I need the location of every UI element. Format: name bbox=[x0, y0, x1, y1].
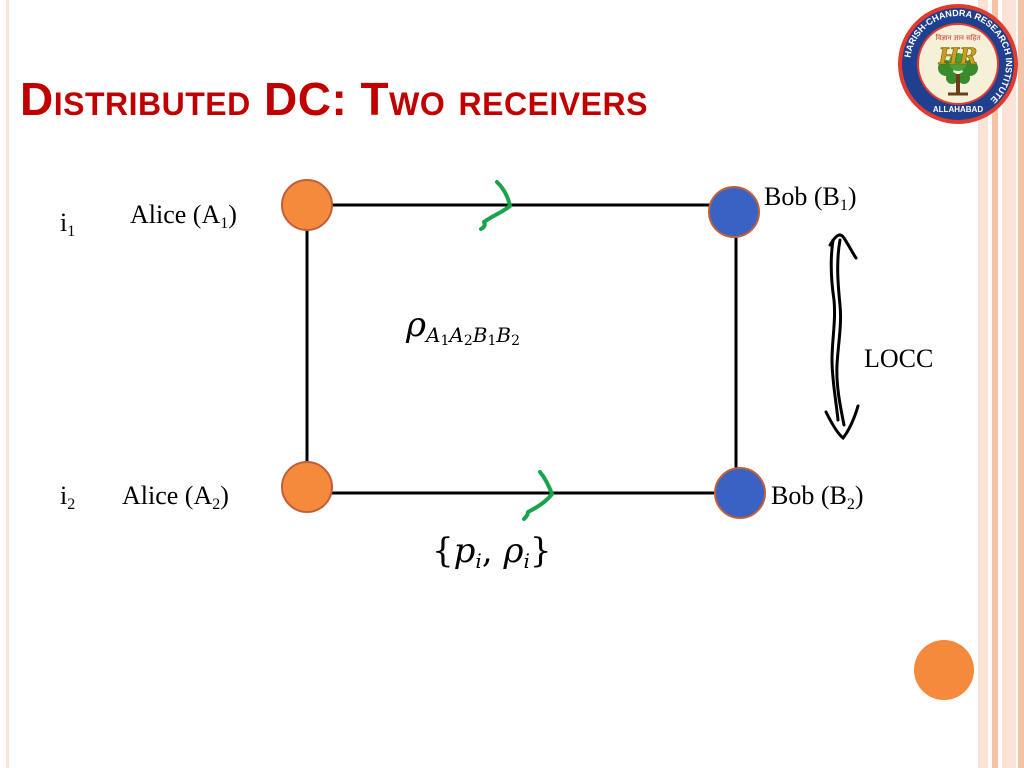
locc-label: LOCC bbox=[864, 344, 934, 373]
decor-stripe-2 bbox=[992, 0, 998, 768]
bob-2-label: Bob (B2) bbox=[771, 481, 864, 513]
alice-1-label: Alice (A1) bbox=[130, 200, 237, 232]
logo-tree-icon bbox=[938, 53, 978, 96]
arrow-mark-top bbox=[479, 180, 512, 231]
node-alice-2 bbox=[281, 461, 333, 513]
arrow-mark-bottom bbox=[522, 470, 554, 521]
decor-dot bbox=[914, 640, 974, 700]
ensemble-label: {pi, ρi} bbox=[432, 531, 552, 573]
decor-stripe-left bbox=[6, 0, 9, 768]
logo-monogram: HR bbox=[937, 44, 977, 70]
bob-1-label: Bob (B1) bbox=[764, 182, 857, 214]
node-bob-1 bbox=[708, 186, 760, 238]
slide-title: Distributed DC: Two receivers bbox=[20, 73, 648, 125]
state-label: ρA1A2B1B2 bbox=[406, 305, 520, 349]
index-label-i1: i1 bbox=[60, 208, 76, 240]
logo-motto: विज्ञान ज्ञान सहित bbox=[936, 33, 982, 42]
alice-2-label: Alice (A2) bbox=[122, 481, 229, 513]
index-label-i2: i2 bbox=[60, 481, 76, 513]
locc-double-arrow-icon bbox=[824, 233, 860, 441]
logo-city-text: ALLAHABAD bbox=[933, 105, 983, 114]
node-bob-2 bbox=[714, 467, 766, 519]
decor-stripe-1 bbox=[978, 0, 988, 768]
institute-logo: HARISH-CHANDRA RESEARCH INSTITUTE ALLAHA… bbox=[898, 4, 1018, 124]
decor-stripe-4 bbox=[1018, 0, 1024, 768]
node-alice-1 bbox=[281, 179, 333, 231]
decor-stripe-3 bbox=[1002, 0, 1016, 768]
